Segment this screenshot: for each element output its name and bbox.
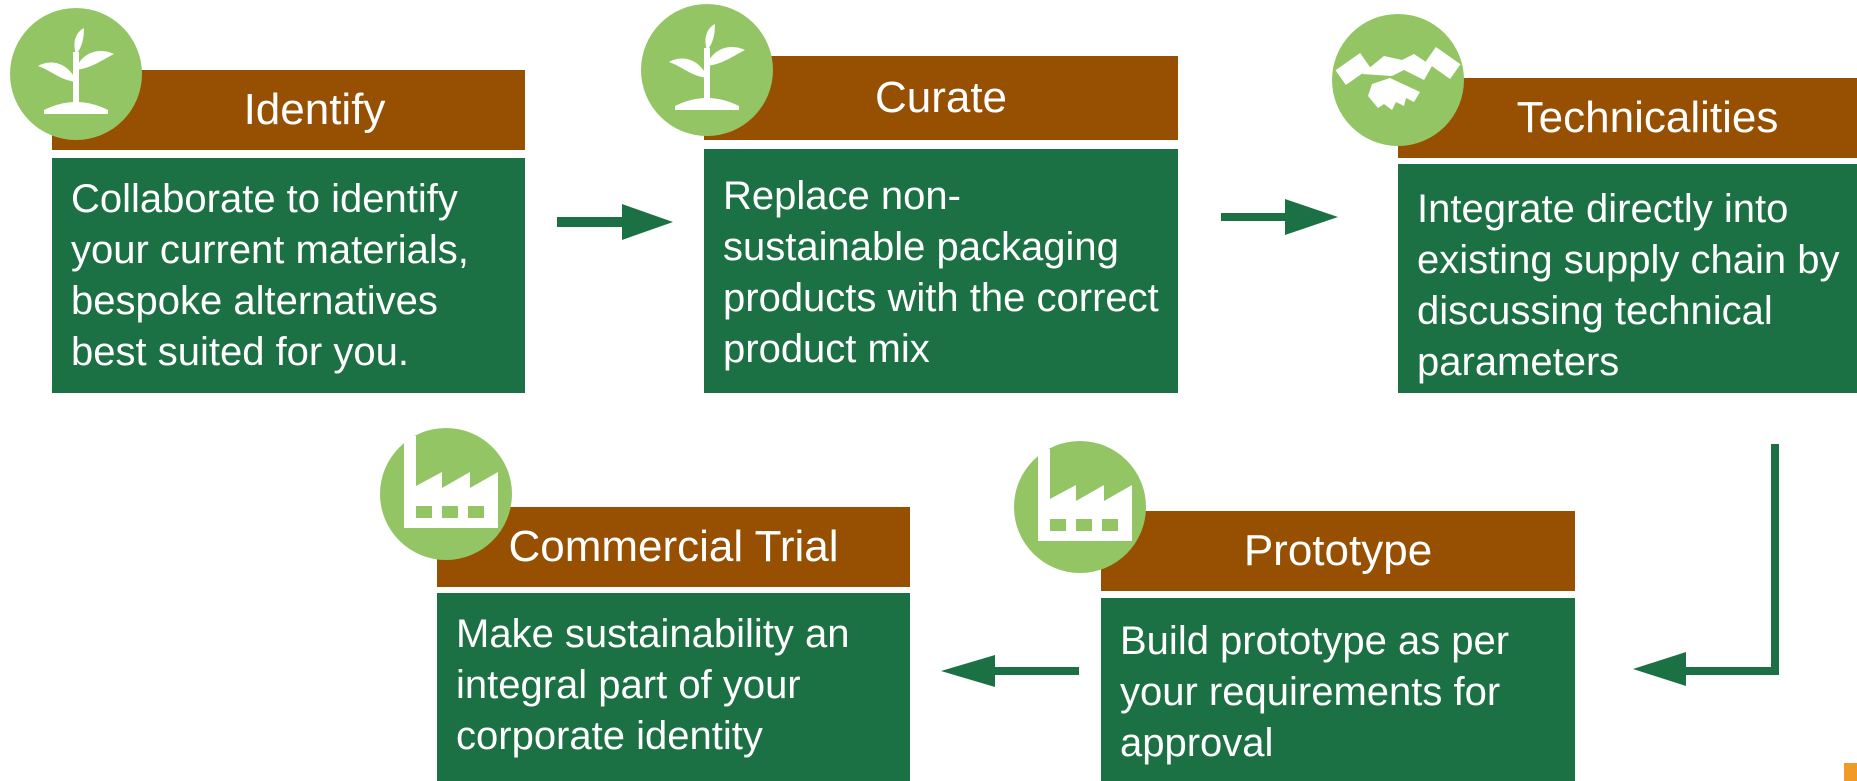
plant-sprout-icon bbox=[641, 4, 773, 136]
step-description: Integrate directly into existing supply … bbox=[1398, 164, 1857, 393]
factory-icon bbox=[380, 428, 512, 560]
plant-sprout-icon bbox=[10, 8, 142, 140]
step-title: Curate bbox=[704, 56, 1178, 140]
arrow-left bbox=[941, 655, 1079, 687]
step-description: Collaborate to identify your current mat… bbox=[52, 158, 525, 393]
step-title: Technicalities bbox=[1398, 78, 1857, 158]
step-title: Commercial Trial bbox=[437, 507, 910, 587]
corner-accent bbox=[1844, 763, 1857, 781]
step-description: Replace non-sustainable packaging produc… bbox=[704, 149, 1178, 393]
step-description: Make sustainability an integral part of … bbox=[437, 593, 910, 781]
step-title: Prototype bbox=[1101, 511, 1575, 591]
arrow-right-2 bbox=[1221, 199, 1338, 235]
step-description: Build prototype as per your requirements… bbox=[1101, 598, 1575, 781]
factory-icon bbox=[1014, 441, 1146, 573]
arrow-right-1 bbox=[557, 204, 673, 240]
arrow-elbow bbox=[1633, 444, 1779, 686]
handshake-icon bbox=[1332, 14, 1464, 146]
